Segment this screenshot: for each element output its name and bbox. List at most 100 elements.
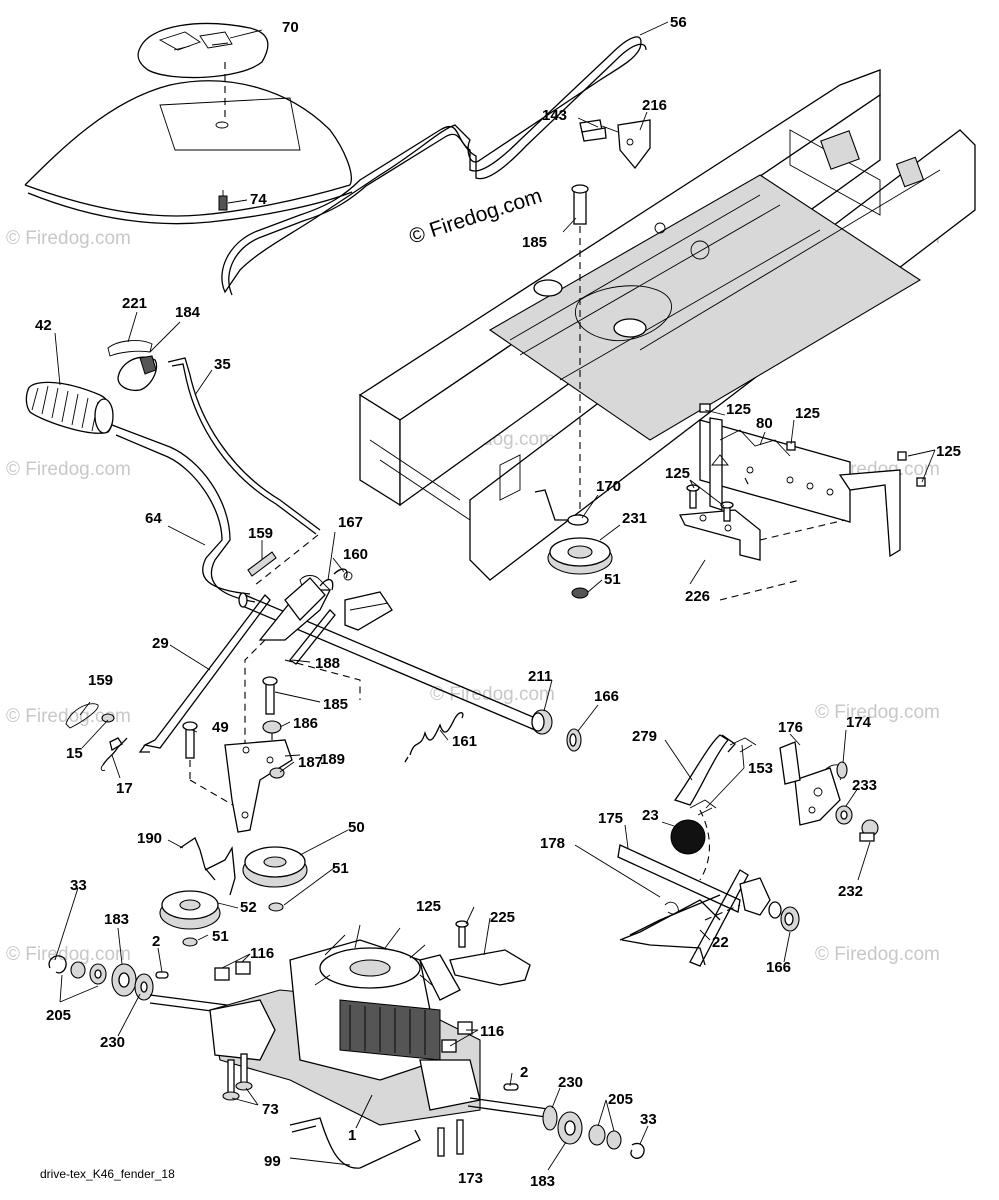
pins-159-167-160 — [247, 551, 353, 611]
callout-125-e: 125 — [416, 898, 441, 915]
watermark-faint: © Firedog.com — [815, 944, 940, 965]
callout-125-a: 125 — [726, 401, 751, 418]
callout-116-a: 116 — [250, 945, 274, 962]
brake-pedal-assembly — [617, 844, 800, 967]
callout-186: 186 — [293, 715, 318, 732]
callout-226: 226 — [685, 588, 710, 605]
callout-205-a: 205 — [46, 1007, 71, 1024]
spring-161 — [404, 712, 464, 763]
callout-125-c: 125 — [936, 443, 961, 460]
callout-225: 225 — [490, 909, 515, 926]
idler-pulley-231 — [534, 489, 613, 599]
callout-188: 188 — [315, 655, 340, 672]
callout-1: 1 — [348, 1127, 356, 1144]
drive-belt — [221, 36, 647, 296]
callout-33-a: 33 — [70, 877, 87, 894]
callout-190: 190 — [137, 830, 162, 847]
callout-74: 74 — [250, 191, 267, 208]
callout-2-a: 2 — [152, 933, 160, 950]
callout-23: 23 — [642, 807, 659, 824]
left-axle-parts — [48, 955, 251, 1017]
callout-175: 175 — [598, 810, 623, 827]
watermark-faint: © Firedog.com — [6, 228, 131, 249]
callout-52: 52 — [240, 899, 257, 916]
bushing-211-washer-166 — [531, 709, 582, 752]
callout-230-a: 230 — [100, 1034, 125, 1051]
callout-56: 56 — [670, 14, 687, 31]
callout-176: 176 — [778, 719, 803, 736]
callout-153: 153 — [748, 760, 773, 777]
callout-125-d: 125 — [665, 465, 690, 482]
watermark-faint: © Firedog.com — [815, 702, 940, 723]
callout-70: 70 — [282, 19, 299, 36]
rod-35 — [167, 357, 321, 586]
callout-51-a: 51 — [604, 571, 621, 588]
lever-64 — [111, 424, 256, 603]
tractor-frame — [358, 69, 976, 581]
callout-167: 167 — [338, 514, 363, 531]
callout-178: 178 — [540, 835, 565, 852]
callout-64: 64 — [145, 510, 162, 527]
right-axle-parts — [503, 1083, 645, 1159]
callout-233: 233 — [852, 777, 877, 794]
watermark-faint: © Firedog.com — [6, 459, 131, 480]
handle-parts — [25, 340, 158, 434]
callout-22: 22 — [712, 934, 729, 951]
callout-35: 35 — [214, 356, 231, 373]
fender-assembly — [24, 22, 353, 225]
rod-99 — [289, 1117, 421, 1169]
bracket-80-226 — [678, 403, 926, 601]
callout-42: 42 — [35, 317, 52, 334]
callout-184: 184 — [175, 304, 201, 321]
callouts: 70 56 216 143 74 185 221 184 42 35 125 1… — [35, 14, 961, 1190]
callout-80: 80 — [756, 415, 773, 432]
callout-143: 143 — [542, 107, 567, 124]
diagram-file-name: drive-tex_K46_fender_18 — [40, 1167, 175, 1181]
callout-51-b: 51 — [332, 860, 349, 877]
callout-49: 49 — [212, 719, 229, 736]
callout-189: 189 — [320, 751, 345, 768]
callout-232: 232 — [838, 883, 863, 900]
callout-2-b: 2 — [520, 1064, 528, 1081]
callout-166-a: 166 — [594, 688, 619, 705]
callout-161: 161 — [452, 733, 477, 750]
callout-231: 231 — [622, 510, 647, 527]
callout-205-b: 205 — [608, 1091, 633, 1108]
callout-221: 221 — [122, 295, 147, 312]
plate-189 — [224, 739, 293, 833]
callout-183-a: 183 — [104, 911, 129, 928]
callout-99: 99 — [264, 1153, 281, 1170]
callout-125-b: 125 — [795, 405, 820, 422]
transaxle-1 — [209, 924, 556, 1157]
bracket-225 — [449, 920, 531, 986]
callout-51-c: 51 — [212, 928, 229, 945]
callout-159-a: 159 — [248, 525, 273, 542]
callout-15: 15 — [66, 745, 83, 762]
right-brackets — [673, 734, 879, 842]
callout-170: 170 — [596, 478, 621, 495]
watermark-faint: © Firedog.com — [6, 706, 131, 727]
callout-230-b: 230 — [558, 1074, 583, 1091]
callout-211: 211 — [528, 668, 552, 685]
watermarks: © Firedog.com © Firedog.com © Firedog.co… — [6, 227, 940, 965]
bracket-216 — [579, 119, 651, 170]
callout-29: 29 — [152, 635, 169, 652]
callout-73: 73 — [262, 1101, 279, 1118]
callout-33-b: 33 — [640, 1111, 657, 1128]
callout-279: 279 — [632, 728, 657, 745]
watermark-faint: © Firedog.com — [430, 684, 555, 705]
callout-185-b: 185 — [323, 696, 348, 713]
callout-183-b: 183 — [530, 1173, 555, 1190]
callout-166-b: 166 — [766, 959, 791, 976]
callout-173: 173 — [458, 1170, 483, 1187]
bolt-185-top — [571, 184, 589, 515]
callout-216: 216 — [642, 97, 667, 114]
leader-lines — [54, 21, 936, 1171]
watermark-faint: © Firedog.com — [6, 944, 131, 965]
pins-159-15-17 — [65, 703, 128, 771]
callout-116-b: 116 — [480, 1023, 504, 1040]
callout-187: 187 — [298, 754, 323, 771]
callout-17: 17 — [116, 780, 133, 797]
ball-23 — [670, 809, 711, 881]
